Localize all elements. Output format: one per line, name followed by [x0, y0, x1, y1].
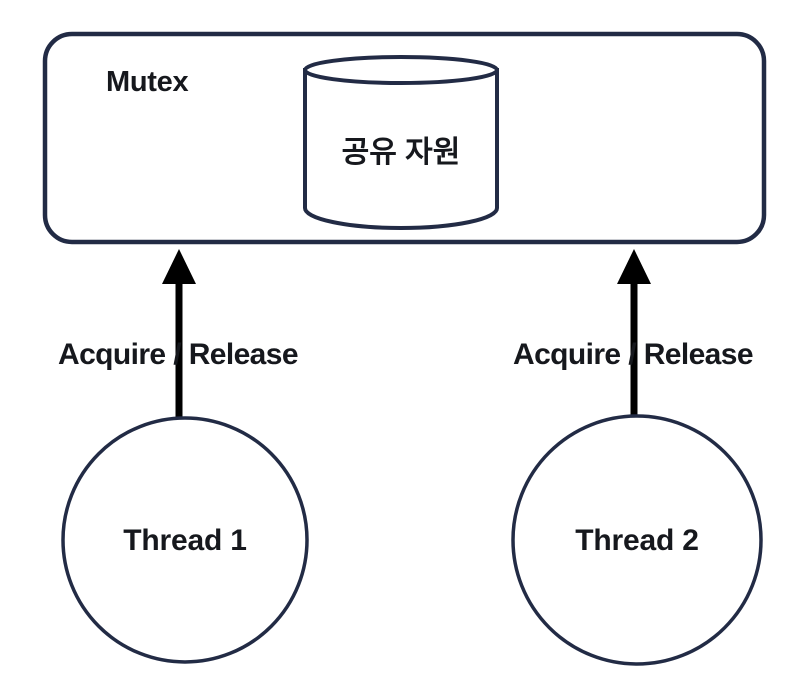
thread-2-node[interactable]: Thread 2 — [511, 414, 763, 666]
edge-thread-1[interactable] — [162, 249, 196, 420]
shared-resource-label: 공유 자원 — [342, 136, 461, 169]
thread-1-label: Thread 1 — [123, 524, 246, 557]
cylinder-top-ellipse — [303, 55, 499, 85]
edge-thread-2-label: Acquire / Release — [513, 338, 753, 371]
thread-1-circle — [61, 416, 309, 664]
edge-thread-1-arrowhead — [162, 249, 196, 284]
thread-1-node[interactable]: Thread 1 — [61, 416, 309, 664]
edge-thread-2-arrowhead — [617, 249, 651, 284]
edge-thread-2[interactable] — [617, 249, 651, 420]
cylinder-body — [303, 68, 499, 230]
shared-resource-cylinder[interactable]: 공유 자원 — [303, 55, 499, 230]
thread-2-label: Thread 2 — [575, 524, 698, 557]
thread-2-circle — [511, 414, 763, 666]
edge-thread-1-label: Acquire / Release — [58, 338, 298, 371]
mutex-label: Mutex — [106, 66, 188, 98]
